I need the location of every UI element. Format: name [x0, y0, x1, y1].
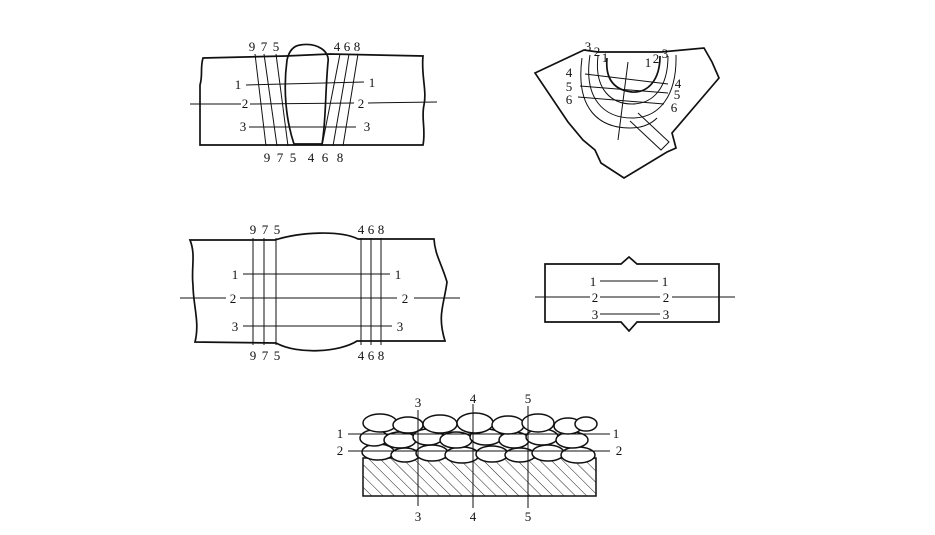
fig5-bottom-label: 3 — [415, 509, 422, 524]
fig1-line-7 — [263, 53, 278, 147]
fig2-left-label: 5 — [566, 79, 573, 94]
fig1-center-right — [367, 101, 438, 104]
fig2-groove-2 — [596, 55, 669, 105]
fig2-left-label: 6 — [566, 92, 573, 107]
fig1-bottom-label: 6 — [322, 150, 329, 165]
fig1-left-label: 3 — [240, 119, 247, 134]
fig2-topleft-label: 3 — [585, 39, 592, 54]
fig3-right-label: 2 — [402, 291, 409, 306]
fig1-bottom-label: 4 — [308, 150, 315, 165]
fig2-right-label: 5 — [674, 87, 681, 102]
fig5-base-metal — [362, 457, 597, 497]
fig4-left-label: 3 — [592, 307, 599, 322]
fig2-topright-label: 2 — [653, 51, 660, 66]
fig2-left-label: 4 — [566, 65, 573, 80]
fig3-bottom-label: 5 — [274, 348, 281, 363]
fig3-top-label: 8 — [378, 222, 385, 237]
fig3-top-label: 6 — [368, 222, 375, 237]
fig1-top-label: 9 — [249, 39, 256, 54]
fig3-butt-weld: 9 7 5 4 6 8 9 7 5 4 6 8 1 2 3 1 2 3 — [180, 222, 460, 363]
fig2-section-6 — [577, 96, 665, 105]
fig2-topleft-label: 1 — [602, 50, 609, 65]
fig4-right-label: 2 — [663, 290, 670, 305]
fig1-plate-outline — [199, 53, 426, 146]
fig1-weld-bead — [284, 43, 329, 145]
fig1-top-label: 7 — [261, 39, 268, 54]
fig1-top-label: 4 — [334, 39, 341, 54]
fig4-left-label: 2 — [592, 290, 599, 305]
fig2-topright-label: 3 — [662, 46, 669, 61]
fig1-line-6 — [332, 53, 350, 147]
fig5-right-label: 2 — [616, 443, 623, 458]
fig2-right-label: 6 — [671, 100, 678, 115]
fig1-left-label: 2 — [242, 96, 249, 111]
fig5-top-label: 4 — [470, 391, 477, 406]
fig2-topleft-label: 2 — [594, 44, 601, 59]
fig5-top-label: 3 — [415, 395, 422, 410]
fig2-groove-4 — [580, 57, 658, 129]
fig2-groove-weld: 3 2 1 1 2 3 4 5 6 4 5 6 — [533, 39, 720, 180]
fig3-left-label: 2 — [230, 291, 237, 306]
fig3-right-label: 3 — [397, 319, 404, 334]
fig2-center-line — [617, 61, 629, 141]
fig1-bottom-label: 5 — [290, 150, 297, 165]
fig5-bottom-label: 4 — [470, 509, 477, 524]
fig1-top-label: 8 — [354, 39, 361, 54]
fig1-top-label: 5 — [273, 39, 280, 54]
fig3-right-label: 1 — [395, 267, 402, 282]
fig5-top-label: 5 — [525, 391, 532, 406]
fig1-line-9 — [254, 53, 267, 147]
fig5-right-label: 1 — [613, 426, 620, 441]
fig1-line-4 — [321, 53, 341, 147]
fig4-right-label: 3 — [663, 307, 670, 322]
fig1-line-5 — [275, 53, 289, 147]
fig4-flush-plate: 1 2 3 1 2 3 — [535, 255, 735, 333]
fig3-top-label: 5 — [274, 222, 281, 237]
fig3-plate-outline — [188, 232, 448, 352]
fig2-groove-1 — [605, 55, 661, 93]
fig3-bottom-label: 4 — [358, 348, 365, 363]
fig1-line-8 — [342, 53, 359, 147]
fig2-right-label: 4 — [675, 76, 682, 91]
fig2-plate-outline — [533, 47, 720, 180]
fig4-left-label: 1 — [590, 274, 597, 289]
fig1-right-label: 2 — [358, 96, 365, 111]
fig3-top-label: 7 — [262, 222, 269, 237]
fig3-bottom-label: 6 — [368, 348, 375, 363]
fig5-multipass-weld: 3 4 5 3 4 5 1 2 1 2 — [337, 391, 623, 524]
fig3-top-label: 4 — [358, 222, 365, 237]
fig1-bottom-label: 7 — [277, 150, 284, 165]
fig5-left-label: 2 — [337, 443, 344, 458]
fig1-bottom-label: 8 — [337, 150, 344, 165]
fig1-right-label: 1 — [369, 75, 376, 90]
fig1-section-1 — [245, 81, 365, 86]
fig3-bottom-label: 8 — [378, 348, 385, 363]
fig1-top-label: 6 — [344, 39, 351, 54]
fig3-left-label: 3 — [232, 319, 239, 334]
fig2-section-4 — [584, 73, 669, 85]
fig2-topright-label: 1 — [645, 55, 652, 70]
fig5-weld-beads — [359, 412, 598, 464]
fig1-butt-weld: 9 7 5 4 6 8 9 7 5 4 6 8 1 2 3 1 2 3 — [190, 39, 438, 165]
fig1-left-label: 1 — [235, 77, 242, 92]
fig2-tab — [629, 112, 670, 151]
fig4-plate-outline — [544, 255, 720, 333]
fig1-bottom-label: 9 — [264, 150, 271, 165]
fig1-right-label: 3 — [364, 119, 371, 134]
fig3-top-label: 9 — [250, 222, 257, 237]
fig5-bottom-label: 5 — [525, 509, 532, 524]
fig3-left-label: 1 — [232, 267, 239, 282]
fig5-left-label: 1 — [337, 426, 344, 441]
fig3-bottom-label: 7 — [262, 348, 269, 363]
fig1-section-2 — [249, 102, 355, 105]
fig3-bottom-label: 9 — [250, 348, 257, 363]
fig4-right-label: 1 — [662, 274, 669, 289]
